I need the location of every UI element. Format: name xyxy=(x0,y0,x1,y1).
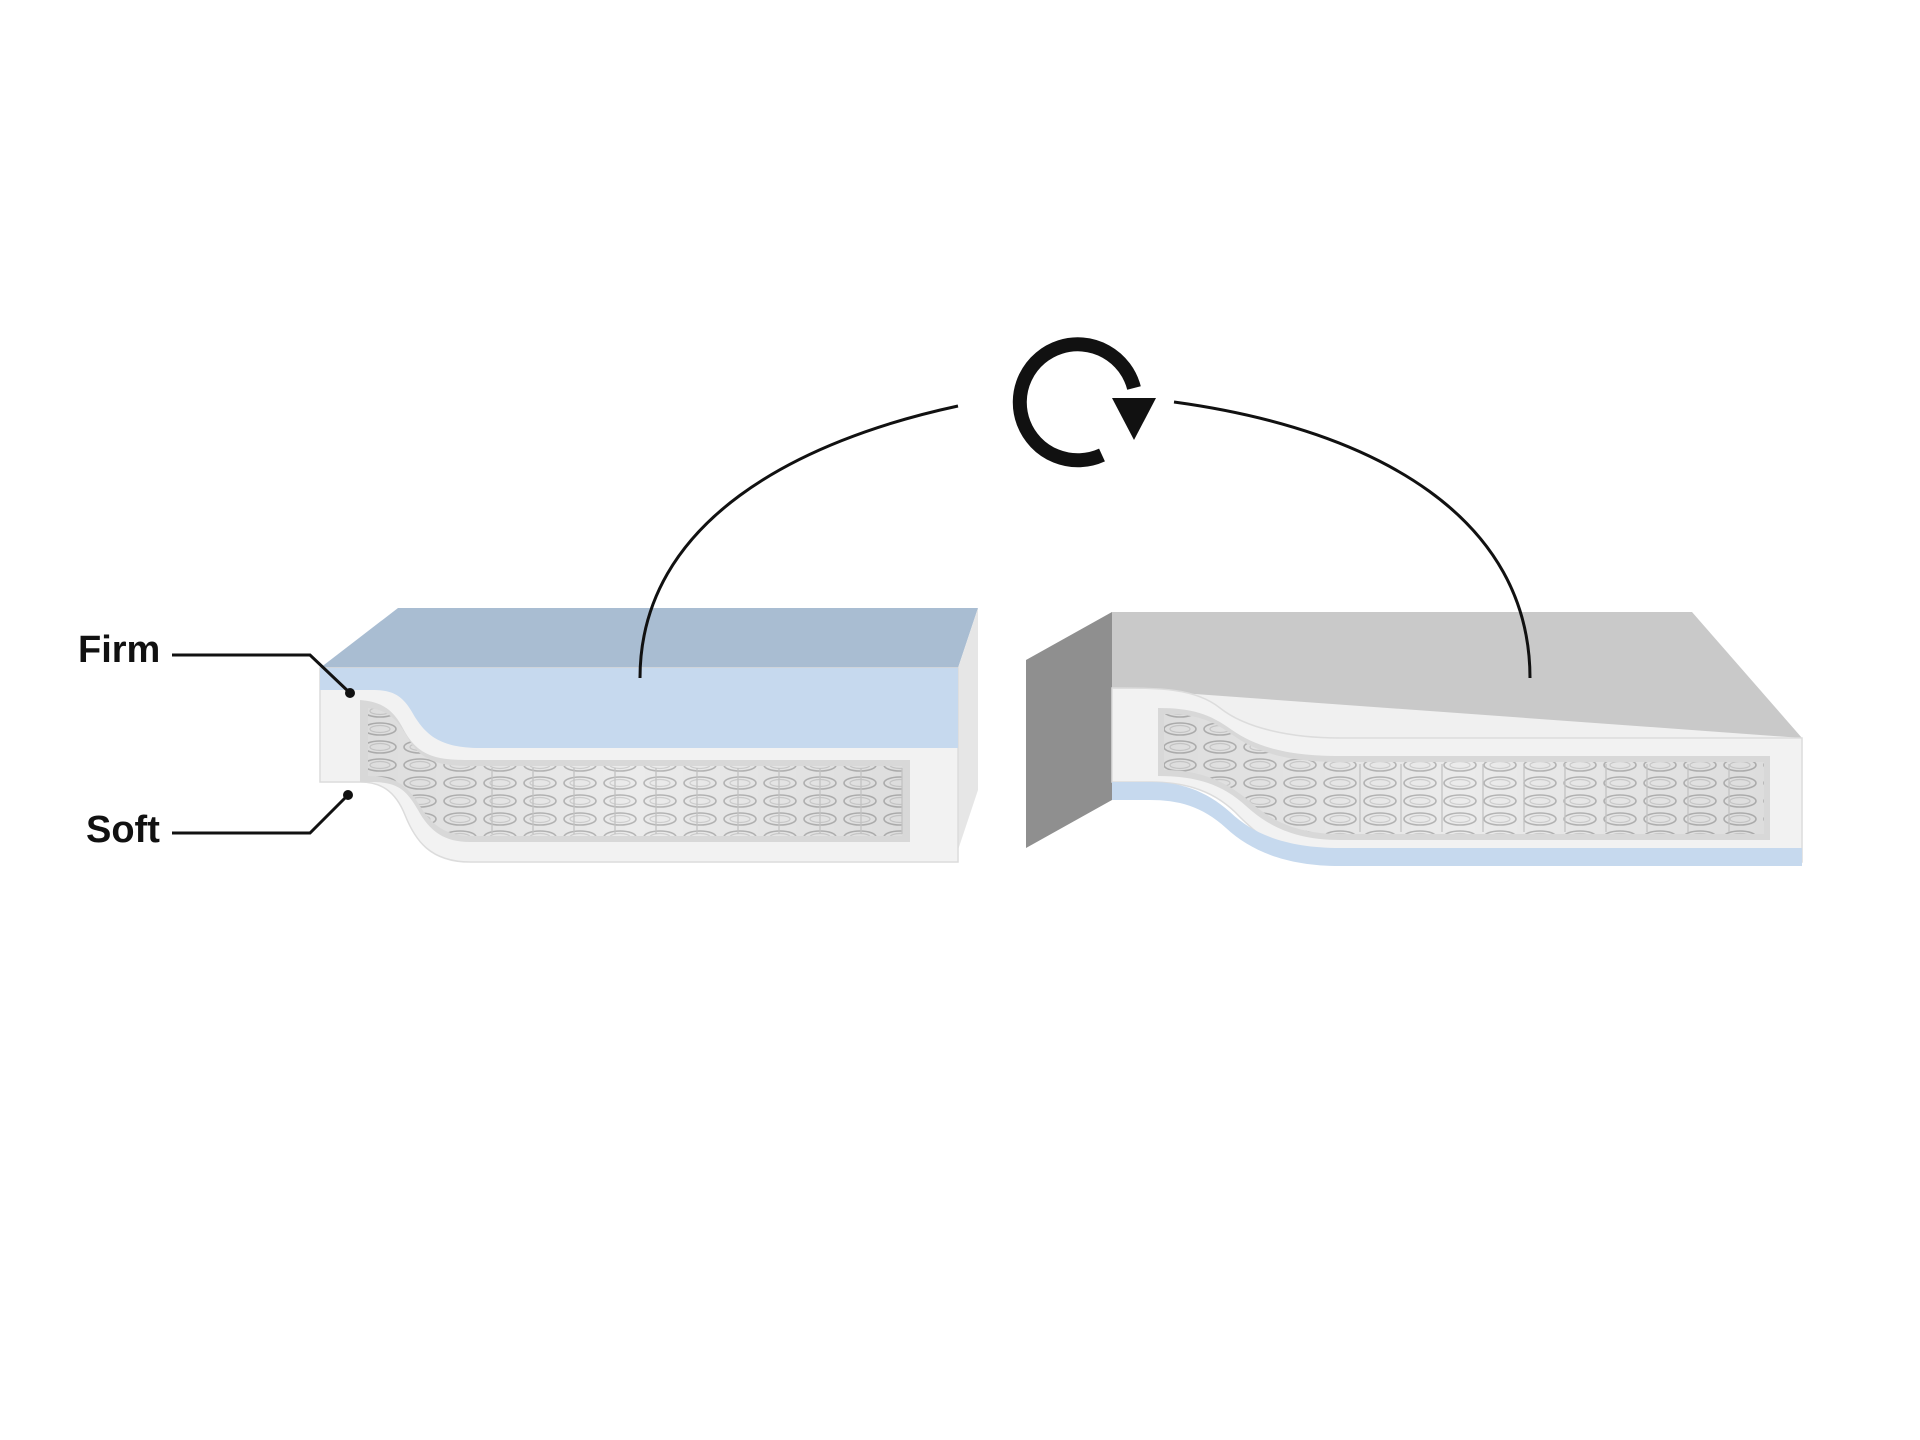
soft-leader-dot xyxy=(343,790,353,800)
firm-leader-dot xyxy=(345,688,355,698)
flip-arc-right xyxy=(1173,400,1532,679)
left-coil-shading xyxy=(368,708,902,836)
soft-callout: Soft xyxy=(86,790,353,851)
firm-label: Firm xyxy=(78,629,160,671)
right-mattress-firm-layer xyxy=(1112,782,1802,866)
right-mattress xyxy=(1026,612,1803,866)
left-mattress-top xyxy=(320,608,978,668)
left-coil-columns xyxy=(491,768,903,834)
left-mattress-firm-layer xyxy=(320,668,958,748)
flip-arc-left xyxy=(638,404,959,679)
left-mattress xyxy=(319,608,978,863)
left-mattress-right-side xyxy=(958,608,978,850)
right-coil-columns xyxy=(1359,764,1730,832)
rotate-clockwise-icon xyxy=(1012,337,1156,468)
firm-callout: Firm xyxy=(78,629,355,698)
firm-leader-line xyxy=(172,653,352,695)
right-mattress-left-side xyxy=(1026,612,1112,848)
right-coil-shading xyxy=(1164,714,1764,834)
soft-leader-line xyxy=(172,793,350,835)
soft-label: Soft xyxy=(86,809,160,851)
